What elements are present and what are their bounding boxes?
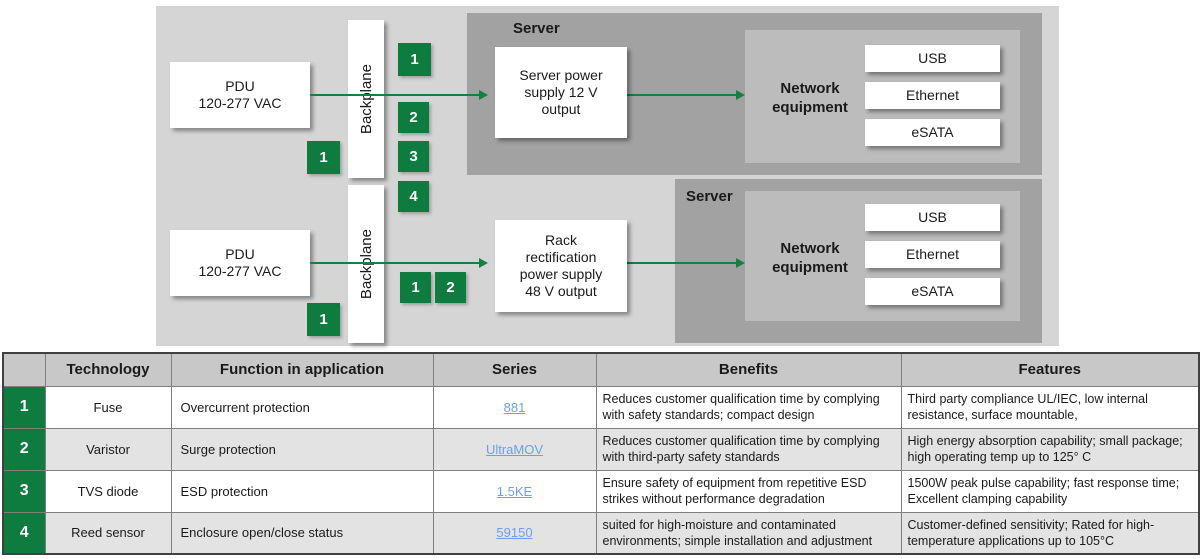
network-label-line: equipment (772, 98, 848, 116)
technology-cell: Varistor (44, 427, 172, 471)
row-number-badge: 3 (2, 469, 46, 513)
port-box-ethernet-2: Ethernet (865, 241, 1000, 268)
benefits-cell: Reduces customer qualification time by c… (595, 427, 902, 471)
features-cell: Third party compliance UL/IEC, low inter… (900, 385, 1200, 429)
badge-varistor-2: 2 (398, 102, 429, 133)
supply-line: 48 V output (525, 283, 597, 300)
technology-cell: Fuse (44, 385, 172, 429)
series-link-59150[interactable]: 59150 (496, 525, 533, 541)
table-row-reed-sensor: 4 Reed sensor Enclosure open/close statu… (2, 511, 1200, 555)
badge-fuse-1-left-row2: 1 (307, 303, 340, 336)
backplane-box-1: Backplane (348, 20, 384, 178)
arrow-supply-to-network-1 (627, 90, 745, 100)
features-cell: Customer-defined sensitivity; Rated for … (900, 511, 1200, 555)
row-number-badge: 1 (2, 385, 46, 429)
port-box-usb-1: USB (865, 45, 1000, 72)
server-power-supply-box: Server power supply 12 V output (495, 47, 627, 138)
port-box-esata-1: eSATA (865, 119, 1000, 146)
function-cell: Overcurrent protection (170, 385, 434, 429)
backplane-label: Backplane (357, 63, 375, 135)
badge-varistor-2-row2: 2 (435, 272, 466, 303)
network-label-line: equipment (772, 258, 848, 276)
benefits-cell: suited for high-moisture and contaminate… (595, 511, 902, 555)
features-cell: High energy absorption capability; small… (900, 427, 1200, 471)
badge-fuse-1: 1 (398, 43, 431, 76)
table-row-tvs-diode: 3 TVS diode ESD protection 1.5KE Ensure … (2, 469, 1200, 513)
badge-tvs-3: 3 (398, 141, 429, 172)
network-equipment-label-2: Network equipment (758, 240, 862, 278)
badge-fuse-1-left: 1 (307, 141, 340, 174)
pdu-line: PDU (225, 245, 255, 262)
badge-reed-4: 4 (398, 181, 429, 212)
supply-line: Rack (545, 231, 577, 248)
table-row-fuse: 1 Fuse Overcurrent protection 881 Reduce… (2, 385, 1200, 429)
table-header-row: Technology Function in application Serie… (2, 352, 1200, 387)
pdu-line: 120-277 VAC (198, 95, 282, 111)
arrow-supply-to-network-2 (627, 258, 745, 268)
arrow-pdu-to-supply-1 (310, 90, 488, 100)
supply-line: Server power (519, 66, 603, 83)
benefits-cell: Reduces customer qualification time by c… (595, 385, 902, 429)
arrow-pdu-to-supply-2 (310, 258, 488, 268)
technology-spec-table: Technology Function in application Serie… (2, 352, 1200, 555)
header-technology: Technology (44, 352, 172, 387)
network-equipment-label-1: Network equipment (758, 80, 862, 118)
header-series: Series (432, 352, 597, 387)
technology-cell: TVS diode (44, 469, 172, 513)
technology-cell: Reed sensor (44, 511, 172, 555)
network-label-line: Network (780, 80, 840, 97)
table-row-varistor: 2 Varistor Surge protection UltraMOV Red… (2, 427, 1200, 471)
series-link-ultramov[interactable]: UltraMOV (485, 441, 544, 457)
function-cell: Enclosure open/close status (170, 511, 434, 555)
pdu-box-1: PDU 120-277 VAC (170, 62, 310, 128)
benefits-cell: Ensure safety of equipment from repetiti… (595, 469, 902, 513)
supply-line: power supply (519, 266, 603, 282)
server-label-2: Server (686, 188, 733, 205)
header-benefits: Benefits (595, 352, 902, 387)
pdu-line: PDU (225, 77, 255, 94)
header-features: Features (900, 352, 1200, 387)
header-number (2, 352, 46, 387)
supply-line: supply 12 V (524, 83, 598, 100)
row-number-badge: 2 (2, 427, 46, 471)
series-link-881[interactable]: 881 (503, 399, 526, 415)
row-number-badge: 4 (2, 511, 46, 555)
features-cell: 1500W peak pulse capability; fast respon… (900, 469, 1200, 513)
series-link-15ke[interactable]: 1.5KE (496, 483, 533, 499)
function-cell: Surge protection (170, 427, 434, 471)
port-box-ethernet-1: Ethernet (865, 82, 1000, 109)
server-label-1: Server (513, 20, 560, 37)
badge-fuse-1-row2: 1 (400, 272, 431, 303)
backplane-box-2: Backplane (348, 185, 384, 343)
header-function: Function in application (170, 352, 434, 387)
rack-rectification-supply-box: Rack rectification power supply 48 V out… (495, 220, 627, 312)
port-box-usb-2: USB (865, 204, 1000, 231)
backplane-label: Backplane (357, 228, 375, 300)
pdu-line: 120-277 VAC (198, 263, 282, 279)
function-cell: ESD protection (170, 469, 434, 513)
network-label-line: Network (780, 240, 840, 257)
supply-line: output (541, 101, 581, 118)
supply-line: rectification (525, 248, 597, 265)
port-box-esata-2: eSATA (865, 278, 1000, 305)
pdu-box-2: PDU 120-277 VAC (170, 230, 310, 296)
